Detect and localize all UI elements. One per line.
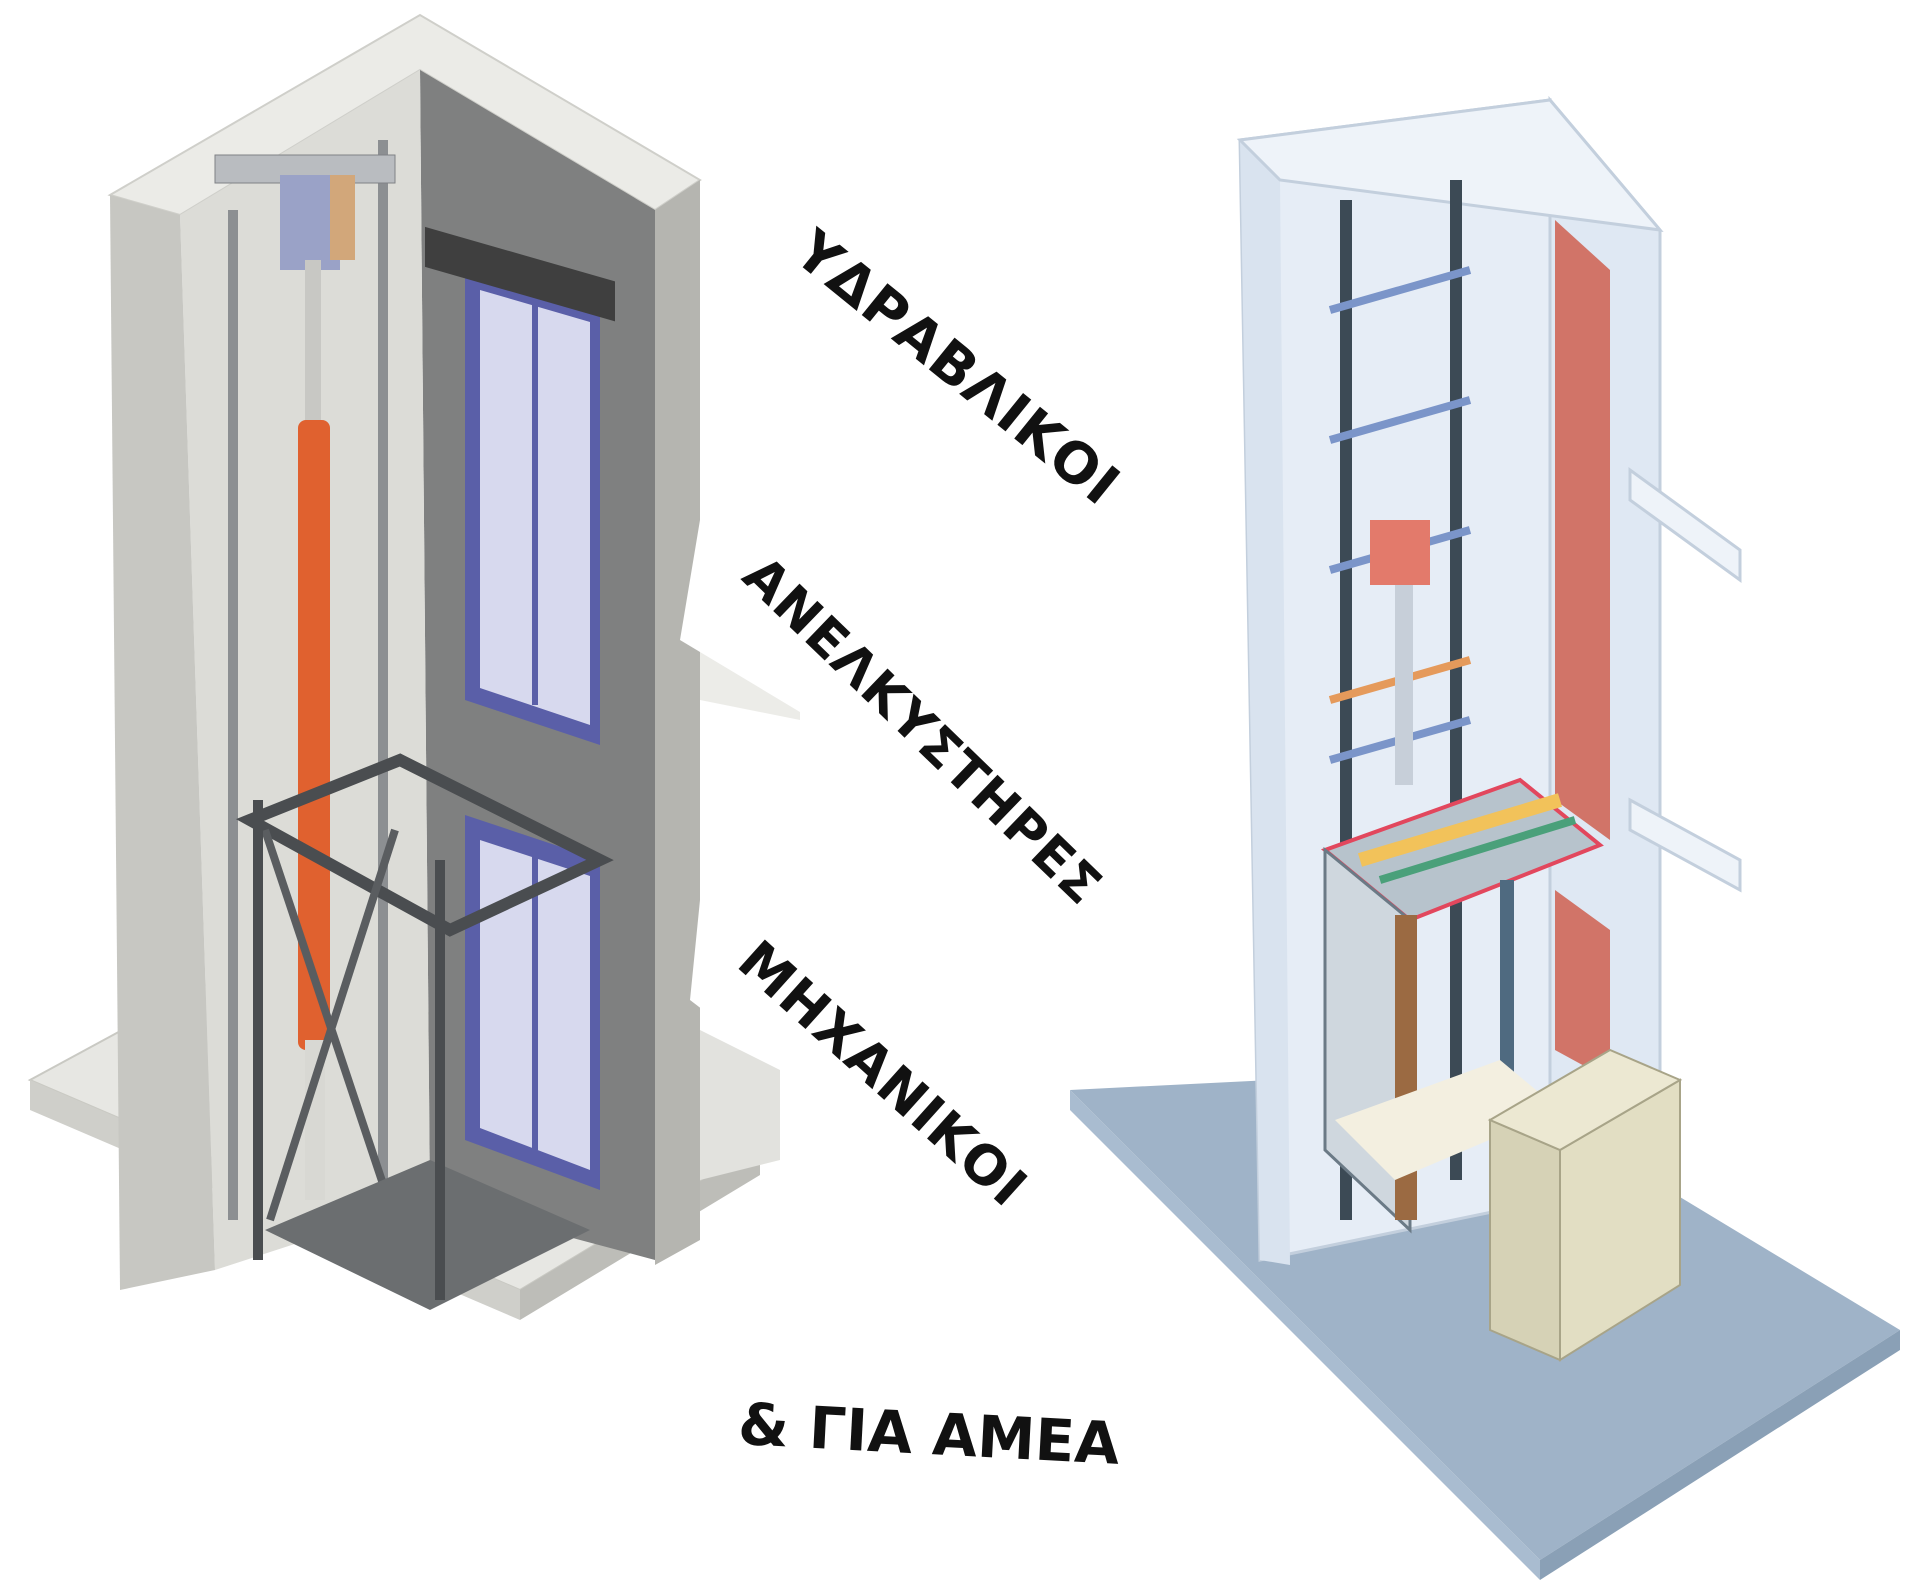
left-top-block-2 xyxy=(330,175,355,260)
right-shaft-top xyxy=(1236,98,1664,232)
right-landing-sill-1 xyxy=(1628,467,1742,583)
right-control-cabinet-front xyxy=(1489,1118,1561,1362)
right-guide-rail-2 xyxy=(1450,180,1462,1180)
right-control-cabinet-top xyxy=(1487,1048,1683,1152)
right-shaft-left xyxy=(1240,140,1290,1265)
car-frame-diag-2 xyxy=(266,828,399,1222)
right-base-slab-edge-left xyxy=(1070,1090,1540,1580)
hydraulic-piston xyxy=(298,420,330,1050)
right-traction-machine xyxy=(1370,520,1430,585)
upper-door-header xyxy=(425,226,615,322)
left-front-wall xyxy=(110,195,215,1290)
right-landing-door-lower xyxy=(1555,890,1610,1080)
label-card-accessible xyxy=(703,1312,1197,1453)
car-floor xyxy=(265,1160,590,1310)
hydraulic-elevator-shaft-illustration xyxy=(27,13,800,1320)
label-card-elevators xyxy=(680,520,1130,880)
right-landing-door-upper xyxy=(1555,220,1610,840)
right-landing-sill-2 xyxy=(1628,797,1742,893)
right-car-roof-details xyxy=(1357,793,1577,884)
hydraulic-piston-base xyxy=(305,1040,325,1200)
right-base-slab-edge xyxy=(1540,1330,1900,1580)
hydraulic-piston-rod xyxy=(305,260,321,430)
car-frame-top xyxy=(235,753,614,937)
left-outer-right-wall xyxy=(655,180,700,1265)
label-card-mechanical xyxy=(690,900,1060,1230)
machine-elevator-shaft-illustration xyxy=(1070,95,1900,1580)
label-card-hydraulic xyxy=(810,170,1070,430)
right-car-floor xyxy=(1335,1060,1560,1180)
label-cards xyxy=(680,170,1197,1453)
left-lower-landing xyxy=(700,1030,780,1180)
left-guide-rail-2 xyxy=(378,140,388,1200)
right-traction-rod xyxy=(1395,585,1413,785)
left-guide-rail xyxy=(228,210,238,1220)
